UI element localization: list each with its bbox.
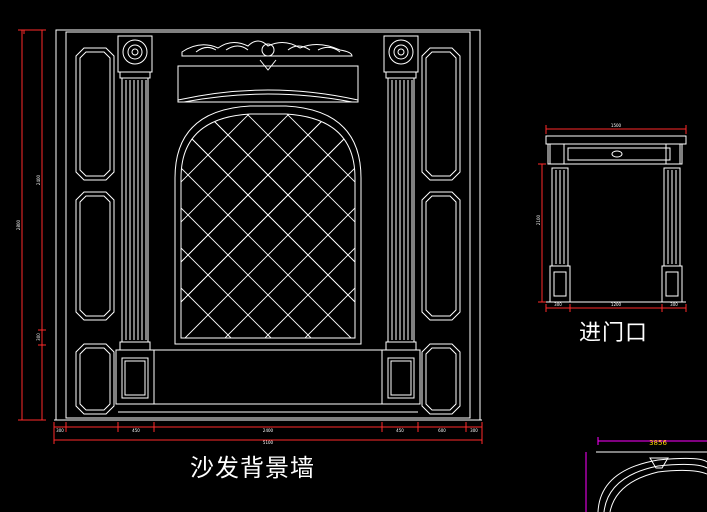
dim-text: 600 [438,428,446,433]
dim-text: 300 [554,302,562,307]
dim-text: 450 [132,428,140,433]
arch-dim-text: 3856 [649,439,667,447]
right-column [381,35,421,405]
dim-text-total: 5100 [263,440,274,445]
dim-text: 300 [56,428,64,433]
dim-text: 300 [36,333,41,341]
dim-text: 2800 [16,219,21,230]
dim-text: 1500 [611,123,622,128]
left-panels [75,47,115,415]
dim-text: 300 [670,302,678,307]
left-column [115,35,155,405]
arch-detail [585,437,707,512]
dim-text: 300 [470,428,478,433]
sofa-wall-dimensions [18,29,483,444]
entrance-dim-text: 1500 2100 300 1200 300 [536,123,678,307]
entrance-dimensions [538,125,687,312]
diamond-grid [181,114,355,338]
top-carving [181,40,353,71]
dim-text: 2100 [536,214,541,225]
dim-text: 450 [396,428,404,433]
entrance-elevation [545,135,687,303]
dim-text: 2400 [263,428,274,433]
right-panels [421,47,461,415]
dim-text: 1200 [611,302,622,307]
sofa-wall-title: 沙发背景墙 [190,454,315,482]
dim-text: 2400 [36,174,41,185]
sofa-wall-elevation [54,29,482,421]
entrance-title: 进门口 [579,321,649,346]
sofa-wall-dim-text: 300 450 2400 450 600 300 5100 2400 300 2… [16,174,478,445]
